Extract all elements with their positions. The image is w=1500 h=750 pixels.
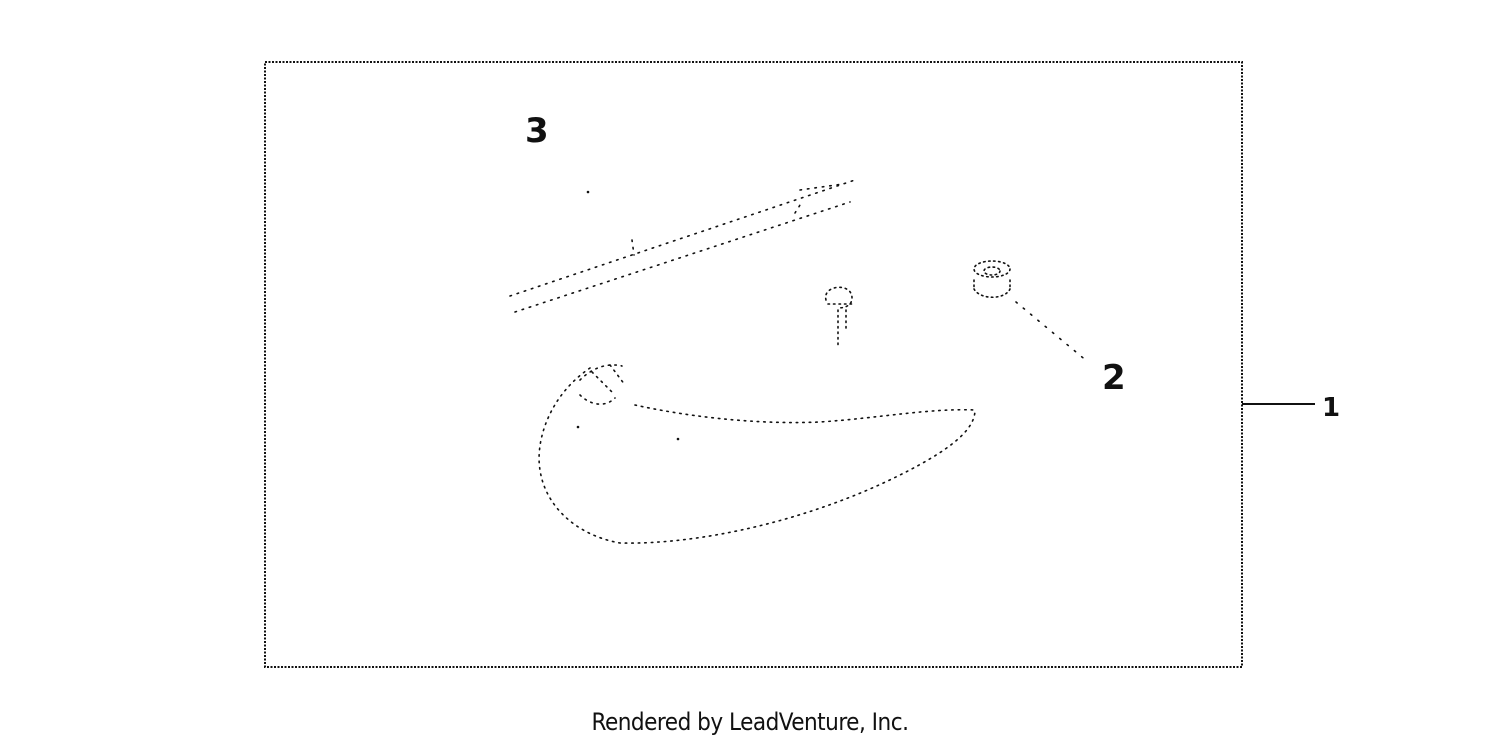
callout-1: 1 — [1322, 393, 1340, 423]
part-grommet — [973, 260, 1011, 299]
callout-3: 3 — [525, 111, 549, 151]
part-trim-strip-dot — [586, 190, 590, 194]
part-visor-dot — [676, 437, 680, 441]
part-visor-dot — [576, 425, 580, 429]
callout-2: 2 — [1102, 358, 1126, 398]
part-screw — [825, 286, 853, 347]
footer-credit: Rendered by LeadVenture, Inc. — [591, 708, 909, 736]
part-visor — [538, 364, 976, 544]
part-trim-strip — [509, 179, 856, 313]
leader-line-2 — [1015, 301, 1089, 363]
diagram-frame — [264, 61, 1243, 668]
